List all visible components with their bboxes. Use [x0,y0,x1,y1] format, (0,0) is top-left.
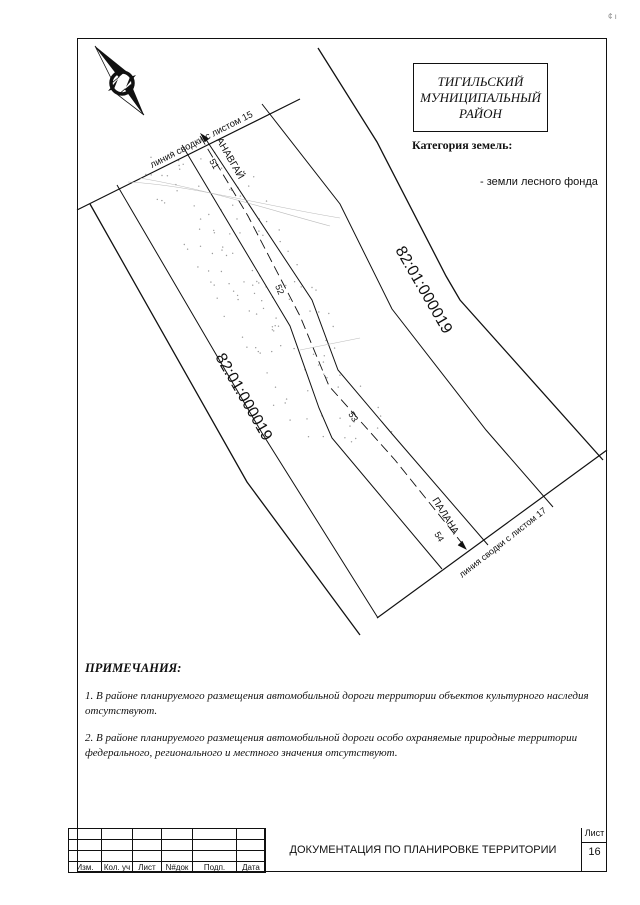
district-label-box: ТИГИЛЬСКИЙ МУНИЦИПАЛЬНЫЙ РАЙОН [413,63,548,132]
north-arrow-icon [94,45,145,116]
stamp-col-podp: Подп. [192,861,237,873]
stamp-col-izm: Изм. [68,861,102,873]
right-inner-line [261,103,554,508]
document-title: ДОКУМЕНТАЦИЯ ПО ПЛАНИРОВКЕ ТЕРРИТОРИИ [264,828,582,872]
district-line-2: МУНИЦИПАЛЬНЫЙ [420,89,541,105]
stamp-col-ndok: N#док [161,861,193,873]
revision-table: Изм. Кол. уч Лист N#док Подп. Дата [68,828,266,873]
faint-sketch [127,177,361,351]
stamp-col-data: Дата [236,861,266,873]
note-1: 1. В районе планируемого размещения авто… [85,690,589,717]
stamp-col-list: Лист [132,861,162,873]
title-block: Изм. Кол. уч Лист N#док Подп. Дата ДОКУМ… [68,828,607,873]
drawing-frame [77,38,607,872]
road-left-edge [181,144,443,570]
notes-title: ПРИМЕЧАНИЯ: [85,661,182,675]
road-centerline [199,135,466,548]
left-boundary-line [89,203,361,636]
sheet-label: Лист [582,828,607,843]
match-line-top-label: линия сводки с листом 15 [148,109,254,170]
legend-item-forest: - земли лесного фонда [480,176,598,188]
notes-section: ПРИМЕЧАНИЯ: 1. В районе планируемого раз… [85,661,600,773]
district-line-1: ТИГИЛЬСКИЙ [437,73,524,89]
match-line-top [76,98,301,211]
arrow-south [457,540,467,550]
match-line-bottom-label: линия сводки с листом 17 [457,505,548,579]
corner-mark: ¢ ı [608,12,617,21]
cadastral-label-right: 82:01:000019 [392,244,456,337]
direction-label-bottom: ПАЛАНА [429,496,460,537]
km-label-54: 54 [432,530,446,544]
right-outer-line [317,47,604,461]
km-label-52: 52 [273,283,286,296]
left-inner-line [116,184,379,619]
cadastral-label-left: 82:01:000019 [212,351,276,444]
km-label-53: 53 [346,410,360,424]
legend-title: Категория земель: [412,138,513,152]
stamp-col-kol: Кол. уч [101,861,133,873]
sheet-number: 16 [588,846,601,858]
match-line-bottom [376,449,608,619]
note-2: 2. В районе планируемого размещения авто… [85,732,578,759]
km-label-51: 51 [207,157,221,171]
district-line-3: РАЙОН [459,105,502,121]
road-right-edge [202,134,489,546]
arrow-north [200,132,210,143]
